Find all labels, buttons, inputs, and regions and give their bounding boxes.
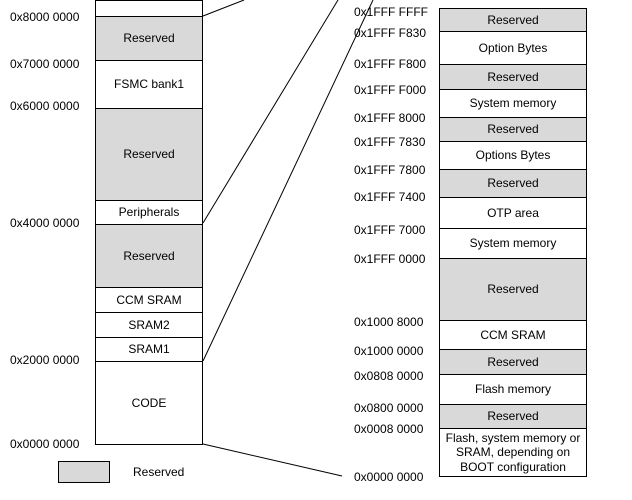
right-address-9: 0x1FFF 0000 <box>354 252 426 266</box>
left-address-4: 0x2000 0000 <box>10 353 80 367</box>
right-block-1: Option Bytes <box>439 31 587 65</box>
right-block-13: Reserved <box>439 404 587 429</box>
right-address-15: 0x0000 0000 <box>354 470 424 484</box>
right-address-3: 0x1FFF F000 <box>354 83 427 97</box>
right-block-0: Reserved <box>439 8 587 32</box>
right-address-2: 0x1FFF F800 <box>354 57 427 71</box>
left-address-1: 0x7000 0000 <box>10 57 80 71</box>
right-block-8: System memory <box>439 228 587 259</box>
right-address-1: 0x1FFF F830 <box>354 26 427 40</box>
left-address-3: 0x4000 0000 <box>10 216 80 230</box>
right-address-0: 0x1FFF FFFF <box>354 5 428 19</box>
right-address-8: 0x1FFF 7000 <box>354 223 426 237</box>
right-address-14: 0x0008 0000 <box>354 422 424 436</box>
right-address-12: 0x0808 0000 <box>354 369 424 383</box>
left-block-3: Reserved <box>95 108 203 201</box>
zoom-line-top-b <box>202 0 339 224</box>
zoom-line-mid <box>202 0 374 362</box>
right-address-11: 0x1000 0000 <box>354 344 424 358</box>
right-block-14: Flash, system memory or SRAM, depending … <box>439 428 587 477</box>
left-block-9: CODE <box>95 361 203 445</box>
left-address-0: 0x8000 0000 <box>10 10 80 24</box>
right-block-12: Flash memory <box>439 374 587 405</box>
legend-reserved-swatch <box>58 461 110 483</box>
right-block-10: CCM SRAM <box>439 320 587 350</box>
legend-reserved-label: Reserved <box>133 465 185 479</box>
right-address-5: 0x1FFF 7830 <box>354 135 426 149</box>
left-block-2: FSMC bank1 <box>95 60 203 109</box>
right-address-4: 0x1FFF 8000 <box>354 111 426 125</box>
right-block-5: Options Bytes <box>439 141 587 170</box>
left-block-8: SRAM1 <box>95 337 203 362</box>
right-block-7: OTP area <box>439 197 587 229</box>
right-address-10: 0x1000 8000 <box>354 315 424 329</box>
right-block-4: Reserved <box>439 117 587 142</box>
left-address-2: 0x6000 0000 <box>10 99 80 113</box>
right-block-2: Reserved <box>439 64 587 90</box>
right-block-9: Reserved <box>439 258 587 321</box>
right-address-6: 0x1FFF 7800 <box>354 163 426 177</box>
zoom-line-bottom <box>202 443 343 477</box>
left-block-7: SRAM2 <box>95 312 203 338</box>
left-block-6: CCM SRAM <box>95 287 203 313</box>
right-block-11: Reserved <box>439 349 587 375</box>
left-block-0 <box>95 0 203 17</box>
right-address-7: 0x1FFF 7400 <box>354 190 426 204</box>
right-block-6: Reserved <box>439 169 587 198</box>
left-address-5: 0x0000 0000 <box>10 437 80 451</box>
left-block-1: Reserved <box>95 16 203 61</box>
zoom-line-top-a <box>202 0 245 17</box>
left-block-5: Reserved <box>95 224 203 288</box>
right-block-3: System memory <box>439 89 587 118</box>
left-block-4: Peripherals <box>95 200 203 225</box>
right-address-13: 0x0800 0000 <box>354 401 424 415</box>
